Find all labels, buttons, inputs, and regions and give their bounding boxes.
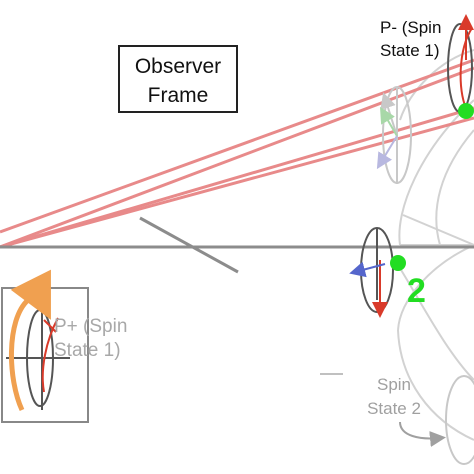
ray-upper-1 bbox=[0, 58, 474, 234]
p-minus-green-dot bbox=[458, 103, 474, 119]
diagonal-segment bbox=[139, 216, 239, 274]
spin-blue-arrow bbox=[349, 261, 386, 278]
marker-number-2: 2 bbox=[407, 272, 426, 310]
observer-frame-line1: Observer bbox=[135, 55, 221, 78]
spin-indicator-2: 2 bbox=[349, 227, 426, 318]
observer-frame-box: Observer Frame bbox=[118, 45, 238, 113]
spin-state-2-line1: Spin bbox=[377, 375, 411, 394]
p-plus-red-diagonal bbox=[43, 319, 57, 333]
p-plus-orange-arc bbox=[9, 269, 51, 412]
spin-state-2-pointer bbox=[399, 421, 446, 447]
p-minus-line2: State 1) bbox=[380, 41, 440, 60]
p-plus-red-stroke bbox=[41, 317, 59, 393]
green-dot-2 bbox=[390, 255, 406, 271]
p-minus-line1: P- (Spin bbox=[380, 18, 441, 37]
faint-arcs bbox=[397, 49, 474, 441]
p-plus-line2: State 1) bbox=[54, 340, 121, 361]
p-minus-red-arc bbox=[459, 27, 473, 109]
spin-state-2-line2: State 2 bbox=[367, 399, 421, 418]
observer-frame-line2: Frame bbox=[148, 84, 209, 107]
spin-state-2-group: Spin State 2 bbox=[367, 375, 474, 465]
p-plus-inset: P+ (Spin State 1) bbox=[1, 269, 127, 423]
p-plus-line1: P+ (Spin bbox=[54, 316, 127, 337]
p-minus-group: P- (Spin State 1) bbox=[380, 14, 474, 119]
ray-lower-2 bbox=[0, 116, 474, 249]
faded-spin-indicator bbox=[376, 86, 412, 184]
spin-state-2-ellipse bbox=[445, 375, 474, 465]
